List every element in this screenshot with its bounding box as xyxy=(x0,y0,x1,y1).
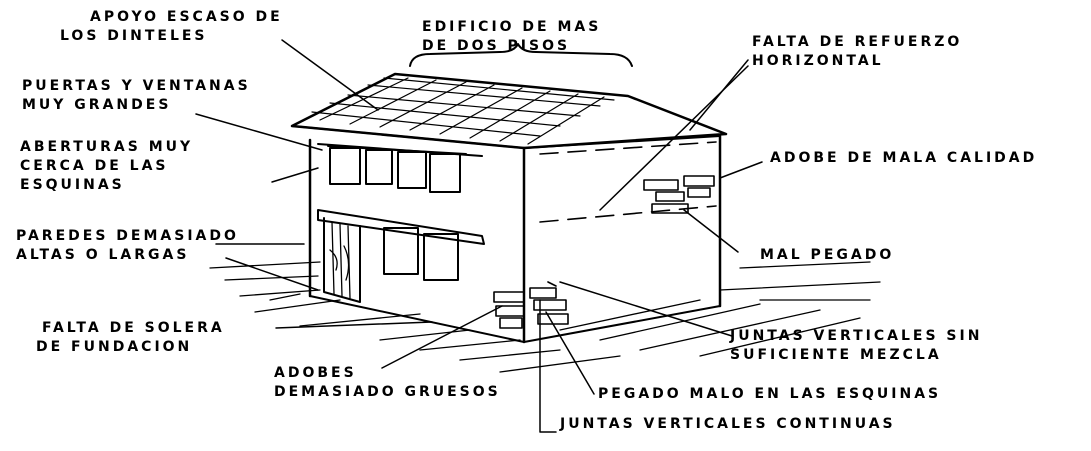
label-line: DE DOS PISOS xyxy=(422,38,571,54)
label-line: MAL PEGADO xyxy=(760,247,895,263)
label-paredes-altas: PAREDES DEMASIADO ALTAS O LARGAS xyxy=(16,227,239,265)
corner-bricks xyxy=(493,281,569,329)
label-line: PEGADO MALO EN LAS ESQUINAS xyxy=(598,386,942,402)
label-mal-pegado: MAL PEGADO xyxy=(760,246,894,265)
leader-lines xyxy=(195,39,763,433)
label-line: ESQUINAS xyxy=(20,177,125,193)
label-line: PAREDES DEMASIADO xyxy=(16,228,239,244)
label-line: FALTA DE REFUERZO xyxy=(752,34,963,50)
label-line: ADOBE DE MALA CALIDAD xyxy=(770,150,1038,166)
label-juntas-continuas: JUNTAS VERTICALES CONTINUAS xyxy=(560,415,896,434)
label-pegado-malo-esquinas: PEGADO MALO EN LAS ESQUINAS xyxy=(598,385,941,404)
label-falta-refuerzo: FALTA DE REFUERZO HORIZONTAL xyxy=(752,33,962,71)
label-line: JUNTAS VERTICALES CONTINUAS xyxy=(560,416,896,432)
label-falta-solera: FALTA DE SOLERA DE FUNDACION xyxy=(36,319,225,357)
label-apoyo-dinteles: APOYO ESCASO DE LOS DINTELES xyxy=(60,8,283,46)
label-adobes-gruesos: ADOBES DEMASIADO GRUESOS xyxy=(274,364,501,402)
label-line: ABERTURAS MUY xyxy=(20,139,194,155)
label-line: ALTAS O LARGAS xyxy=(16,247,190,263)
label-line: JUNTAS VERTICALES SIN xyxy=(730,328,983,344)
label-aberturas-esquinas: ABERTURAS MUY CERCA DE LAS ESQUINAS xyxy=(20,138,193,195)
label-line: DEMASIADO GRUESOS xyxy=(274,384,501,400)
label-line: LOS DINTELES xyxy=(60,28,208,44)
roof xyxy=(290,72,728,150)
label-line: HORIZONTAL xyxy=(752,53,884,69)
label-line: DE FUNDACION xyxy=(36,339,193,355)
label-line: FALTA DE SOLERA xyxy=(42,320,225,336)
ground-hatching xyxy=(209,261,881,373)
lower-openings xyxy=(317,209,485,303)
label-line: CERCA DE LAS xyxy=(20,158,169,174)
label-edificio-pisos: EDIFICIO DE MAS DE DOS PISOS xyxy=(422,18,601,56)
label-line: EDIFICIO DE MAS xyxy=(422,19,602,35)
label-juntas-sin-mezcla: JUNTAS VERTICALES SIN SUFICIENTE MEZCLA xyxy=(730,327,982,365)
label-adobe-mala-calidad: ADOBE DE MALA CALIDAD xyxy=(770,149,1037,168)
label-line: ADOBES xyxy=(274,365,357,381)
upper-windows xyxy=(317,143,483,193)
label-line: PUERTAS Y VENTANAS xyxy=(22,78,251,94)
bad-adobe-patch xyxy=(643,175,715,214)
walls xyxy=(308,134,722,344)
label-line: SUFICIENTE MEZCLA xyxy=(730,347,942,363)
label-line: APOYO ESCASO DE xyxy=(90,9,283,25)
building-brace xyxy=(409,43,633,67)
label-line: MUY GRANDES xyxy=(22,97,172,113)
missing-reinforcement-line xyxy=(539,141,717,223)
label-puertas-ventanas: PUERTAS Y VENTANAS MUY GRANDES xyxy=(22,77,251,115)
